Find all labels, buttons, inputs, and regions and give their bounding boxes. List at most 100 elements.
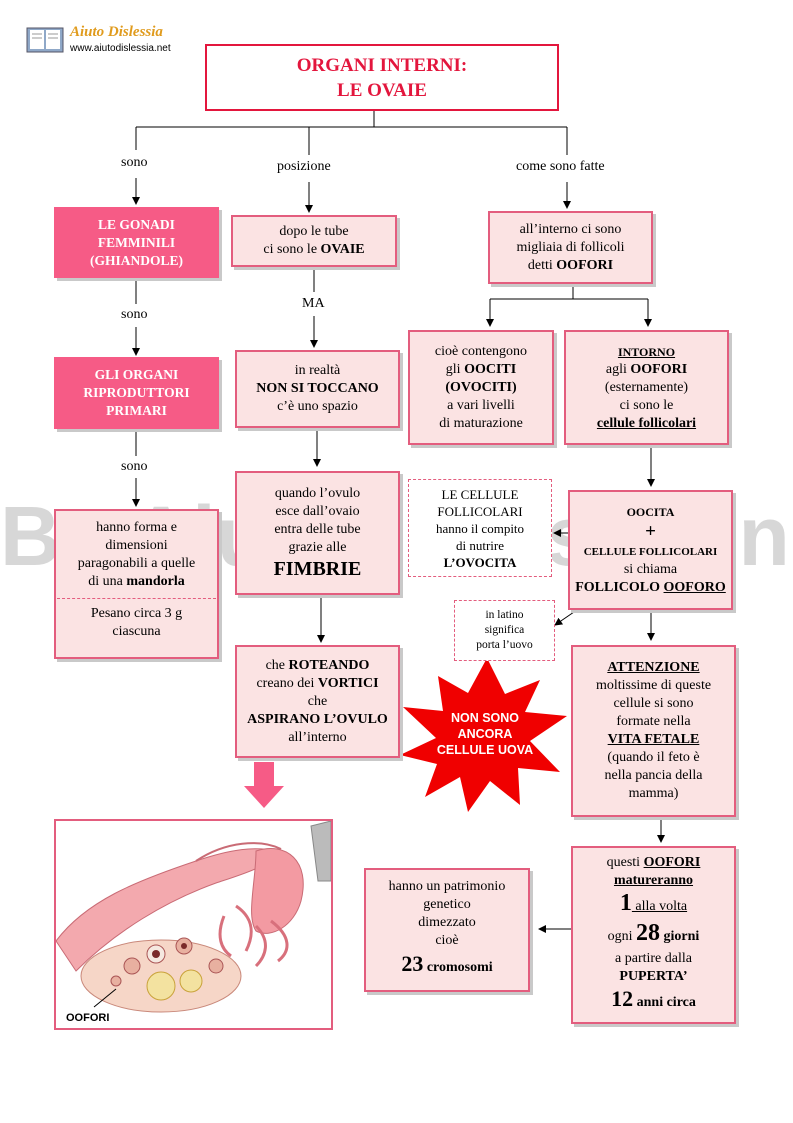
text-line: FEMMINILI <box>97 234 176 250</box>
text-line: hanno il compito <box>435 520 525 536</box>
text-line: migliaia di follicoli <box>516 239 625 255</box>
text-line: RIPRODUTTORI <box>83 385 190 400</box>
text-part: OOFORO <box>663 580 726 595</box>
ovary-illustration: OOFORI <box>54 819 333 1030</box>
text-part: gli <box>445 361 465 377</box>
text-line: di maturazione <box>439 415 523 431</box>
text-part: 12 <box>611 986 634 1011</box>
text-line: LE CELLULE <box>441 486 519 502</box>
text-line: FOLLICOLARI <box>437 503 523 519</box>
text-line: quando l’ovulo <box>274 486 361 501</box>
text-line: entra delle tube <box>274 522 361 537</box>
text-part: 23 <box>401 951 424 976</box>
text-part: FOLLICOLO <box>575 580 664 595</box>
text-part: che <box>265 657 289 673</box>
text-line: che ROTEANDO <box>266 657 370 675</box>
text-line: nella pancia della <box>604 768 703 783</box>
logo-book-icon <box>26 27 64 53</box>
text-part: detti <box>527 257 557 273</box>
text-line: FIMBRIE <box>273 558 362 580</box>
text-line: creano dei VORTICI <box>256 675 378 693</box>
box-latino-dashed: in latino significa porta l’uovo <box>454 600 555 661</box>
box-forma-mandorla: hanno forma e dimensioni paragonabili a … <box>54 509 219 659</box>
text-line: moltissime di queste <box>595 678 712 693</box>
text-part: OOFORI <box>556 257 614 273</box>
text-line: ATTENZIONE <box>607 660 700 675</box>
text-part: di una <box>88 574 127 589</box>
text-line: ogni 28 giorni <box>608 920 700 950</box>
text-line: NON SONO <box>450 711 520 725</box>
text-line: NON SI TOCCANO <box>256 381 379 396</box>
text-part: OVAIE <box>320 242 365 257</box>
text-line: che <box>307 693 328 709</box>
text-line: genetico <box>423 897 471 912</box>
text-line: CELLULE FOLLICOLARI <box>583 546 718 558</box>
box-non-si-toccano: in realtà NON SI TOCCANO c’è uno spazio <box>235 350 400 428</box>
text-line: ci sono le OVAIE <box>263 241 364 259</box>
text-line: (OVOCITI) <box>445 379 517 395</box>
box-maturazione: questi OOFORI matureranno 1 alla volta o… <box>571 846 736 1024</box>
text-line: 23 cromosomi <box>401 950 492 982</box>
text-line: cellule si sono <box>613 696 694 711</box>
box-roteando: che ROTEANDO creano dei VORTICI che ASPI… <box>235 645 400 758</box>
text-line: OOCITA <box>626 505 675 519</box>
logo: Aiuto Dislessia www.aiutodislessia.net <box>26 24 186 58</box>
text-line: c’è uno spazio <box>277 399 358 414</box>
text-line: formate nella <box>616 714 691 729</box>
text-line: (quando il feto è <box>607 750 700 765</box>
logo-url: www.aiutodislessia.net <box>70 43 171 54</box>
text-part: cromosomi <box>423 960 493 975</box>
text-line: ciascuna <box>112 624 161 639</box>
text-line: all’interno ci sono <box>519 221 622 237</box>
text-line: dimezzato <box>418 915 476 930</box>
text-line: esce dall’ovaio <box>275 504 360 519</box>
text-part: mandorla <box>126 574 185 589</box>
text-part: OOFORI <box>630 361 688 377</box>
ovary-drawing <box>56 821 331 1013</box>
box-nutrire-dashed: LE CELLULE FOLLICOLARI hanno il compito … <box>408 479 552 577</box>
text-part: VORTICI <box>317 675 379 691</box>
text-line: detti OOFORI <box>528 257 613 275</box>
text-line: paragonabili a quelle <box>77 556 196 571</box>
text-part: 28 <box>636 920 661 946</box>
text-line: mamma) <box>628 786 679 801</box>
text-line: LE GONADI <box>98 216 175 232</box>
label-posizione: posizione <box>277 159 331 174</box>
text-part: agli <box>605 361 631 377</box>
text-line: in realtà <box>294 363 341 378</box>
text-line: VITA FETALE <box>607 732 700 747</box>
text-line: (GHIANDOLE) <box>89 252 183 268</box>
star-burst <box>400 658 567 812</box>
pink-down-arrow <box>244 762 284 808</box>
text-line: ANCORA <box>457 727 513 741</box>
text-line: GLI ORGANI <box>94 367 179 382</box>
text-line: si chiama <box>623 562 678 577</box>
page-title: ORGANI INTERNI: LE OVAIE <box>205 44 559 111</box>
box-organi-riproduttori: GLI ORGANI RIPRODUTTORI PRIMARI <box>54 357 219 429</box>
box-intorno: INTORNO agli OOFORI (esternamente) ci so… <box>564 330 729 445</box>
text-line: PRIMARI <box>106 403 167 418</box>
text-line: cioè <box>435 933 459 948</box>
text-line: hanno un patrimonio <box>388 879 506 894</box>
text-line: cellule follicolari <box>596 415 697 431</box>
box-oociti: cioè contengono gli OOCITI (OVOCITI) a v… <box>408 330 554 445</box>
box-attenzione: ATTENZIONE moltissime di queste cellule … <box>571 645 736 817</box>
text-line: L’OVOCITA <box>443 554 517 570</box>
text-part: ogni <box>607 929 637 944</box>
box-gonadi: LE GONADI FEMMINILI (GHIANDOLE) <box>54 207 219 278</box>
text-line: all’interno <box>288 729 347 745</box>
illustration-label: OOFORI <box>66 1012 110 1024</box>
text-line: hanno forma e <box>96 520 177 535</box>
text-line: PUPERTA’ <box>619 969 688 984</box>
text-line: FOLLICOLO OOFORO <box>575 579 726 597</box>
text-line: Pesano circa 3 g <box>90 606 183 621</box>
text-line: CELLULE UOVA <box>436 743 534 757</box>
star-text: NON SONO ANCORA CELLULE UOVA <box>420 710 550 758</box>
text-line: 12 anni circa <box>611 986 696 1016</box>
box-dopo-tube: dopo le tube ci sono le OVAIE <box>231 215 397 267</box>
box-follicolo-ooforo: OOCITA + CELLULE FOLLICOLARI si chiama F… <box>568 490 733 610</box>
title-line-1: ORGANI INTERNI: <box>296 54 468 76</box>
text-line: gli OOCITI <box>446 361 516 379</box>
text-line: di nutrire <box>455 537 504 553</box>
